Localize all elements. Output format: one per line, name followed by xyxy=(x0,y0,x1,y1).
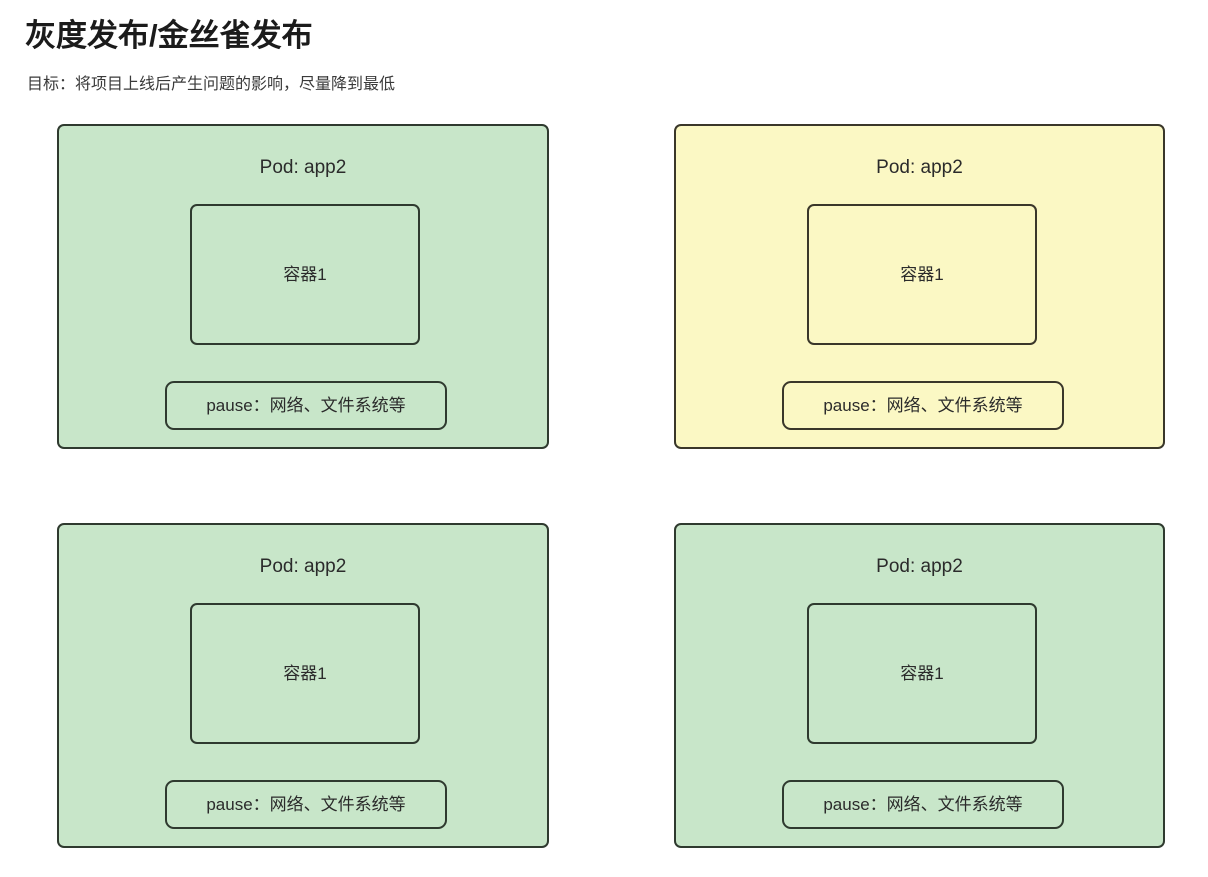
container-box[interactable]: 容器1 xyxy=(807,204,1037,345)
container-box[interactable]: 容器1 xyxy=(190,603,420,744)
pod-box-app2-3[interactable]: Pod: app2 容器1 pause：网络、文件系统等 xyxy=(57,523,549,848)
container-label: 容器1 xyxy=(900,264,944,284)
pause-container-box[interactable]: pause：网络、文件系统等 xyxy=(782,381,1064,430)
pod-box-app2-1[interactable]: Pod: app2 容器1 pause：网络、文件系统等 xyxy=(57,124,549,449)
page-title: 灰度发布/金丝雀发布 xyxy=(25,18,313,53)
pod-title: Pod: app2 xyxy=(259,157,347,178)
pod-title: Pod: app2 xyxy=(876,157,963,178)
pod-title: Pod: app2 xyxy=(259,556,347,577)
container-label: 容器1 xyxy=(283,264,327,284)
pod-title: Pod: app2 xyxy=(876,556,963,577)
container-label: 容器1 xyxy=(283,663,327,683)
container-label: 容器1 xyxy=(900,663,944,683)
pause-label: pause：网络、文件系统等 xyxy=(823,395,1023,415)
pause-label: pause：网络、文件系统等 xyxy=(206,395,406,415)
pause-container-box[interactable]: pause：网络、文件系统等 xyxy=(165,381,447,430)
pause-label: pause：网络、文件系统等 xyxy=(206,794,406,814)
page-subtitle: 目标：将项目上线后产生问题的影响，尽量降到最低 xyxy=(27,76,396,93)
pause-container-box[interactable]: pause：网络、文件系统等 xyxy=(165,780,447,829)
pause-label: pause：网络、文件系统等 xyxy=(823,794,1023,814)
container-box[interactable]: 容器1 xyxy=(190,204,420,345)
pod-box-app2-4[interactable]: Pod: app2 容器1 pause：网络、文件系统等 xyxy=(674,523,1165,848)
container-box[interactable]: 容器1 xyxy=(807,603,1037,744)
pause-container-box[interactable]: pause：网络、文件系统等 xyxy=(782,780,1064,829)
pod-box-app2-2-canary[interactable]: Pod: app2 容器1 pause：网络、文件系统等 xyxy=(674,124,1165,449)
